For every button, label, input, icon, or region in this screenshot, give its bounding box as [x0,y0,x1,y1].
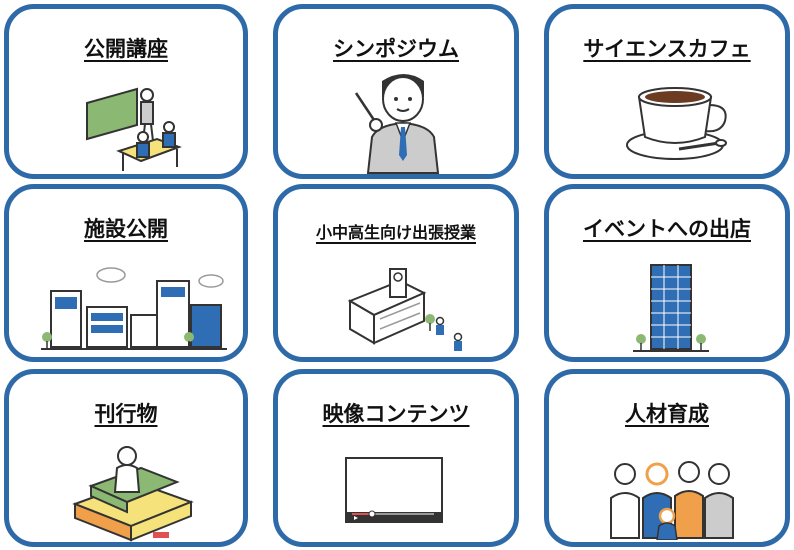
card-title: サイエンスカフェ [583,37,751,61]
family-group-icon [610,461,734,540]
card-title: 刊行物 [94,402,158,426]
card-title: 映像コンテンツ [322,402,470,426]
card-publications[interactable]: 刊行物 [4,369,248,547]
card-title: 小中高生向け出張授業 [315,223,476,242]
card-title: 公開講座 [84,37,168,61]
card-school-visit[interactable]: 小中高生向け出張授業 [273,184,519,362]
school-building-icon [347,268,463,351]
coffee-cup-icon [626,87,727,160]
card-video-content[interactable]: 映像コンテンツ [273,369,519,547]
card-title: シンポジウム [333,37,459,61]
card-public-lecture[interactable]: 公開講座 [4,4,248,179]
person-on-books-icon [72,446,194,542]
card-title: 人材育成 [625,402,709,426]
card-science-cafe[interactable]: サイエンスカフェ [544,4,790,179]
card-title: イベントへの出店 [583,217,751,241]
lecture-classroom-icon [86,87,182,171]
card-event-booth[interactable]: イベントへの出店 [544,184,790,362]
card-title: 施設公開 [84,217,168,241]
facility-buildings-icon [41,267,227,350]
video-player-icon [345,457,443,523]
card-symposium[interactable]: シンポジウム [273,4,519,179]
office-tower-icon [633,264,709,352]
card-human-resource-development[interactable]: 人材育成 [544,369,790,547]
presenter-with-pointer-icon [354,74,440,174]
card-facility-open[interactable]: 施設公開 [4,184,248,362]
